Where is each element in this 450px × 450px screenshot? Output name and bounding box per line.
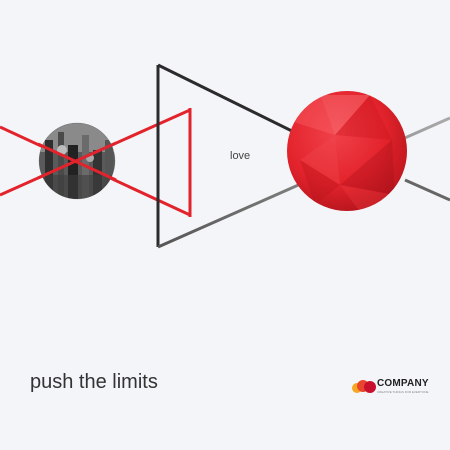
tagline: push the limits <box>30 371 158 393</box>
logo-name: COMPANY <box>377 378 429 389</box>
red-sphere <box>287 91 407 211</box>
logo-mark-icon <box>352 380 376 393</box>
logo-slogan: CREATIVE THINGS FOR EVERYONE <box>377 390 429 394</box>
company-logo: COMPANY CREATIVE THINGS FOR EVERYONE <box>351 376 441 398</box>
love-label: love <box>230 150 251 162</box>
gray-diagonal-line <box>404 178 450 202</box>
red-lines-overlay <box>37 141 117 182</box>
